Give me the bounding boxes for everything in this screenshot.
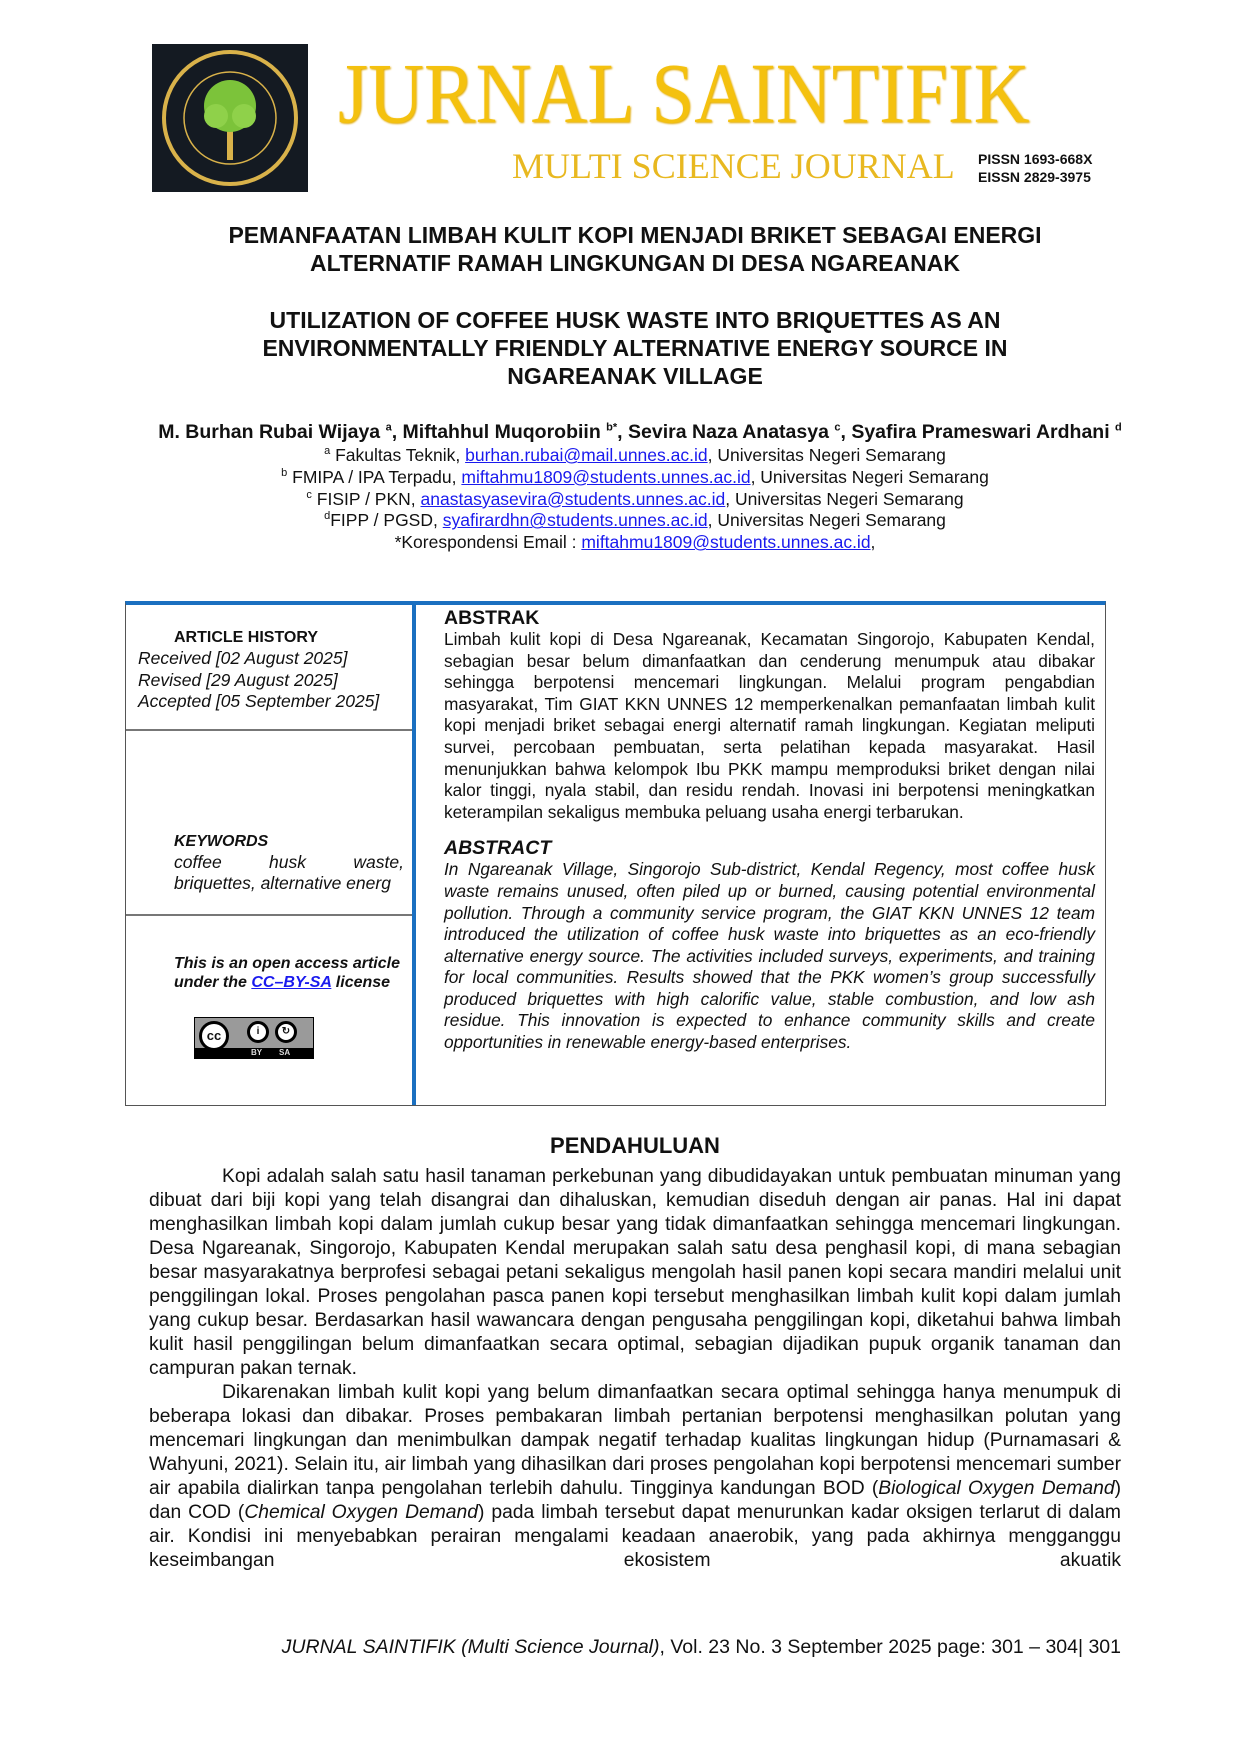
revised-date: Revised [29 August 2025] — [138, 669, 338, 690]
affiliation: c FISIP / PKN, anastasyasevira@students.… — [306, 488, 964, 509]
sa-label: SA — [279, 1047, 291, 1057]
paragraph: Kopi adalah salah satu hasil tanaman per… — [149, 1165, 1121, 1379]
title-line: NGAREANAK VILLAGE — [507, 363, 763, 389]
title-line: PEMANFAATAN LIMBAH KULIT KOPI MENJADI BR… — [228, 222, 1042, 248]
received-date: Received [02 August 2025] — [138, 648, 348, 669]
history-heading: ARTICLE HISTORY — [174, 628, 319, 646]
article-sidebar: ARTICLE HISTORY Received [02 August 2025… — [126, 604, 416, 1105]
accepted-date: Accepted [05 September 2025] — [138, 691, 380, 712]
section-body: Kopi adalah salah satu hasil tanaman per… — [149, 1165, 1121, 1573]
article-history: ARTICLE HISTORY Received [02 August 2025… — [126, 605, 412, 731]
author-list: M. Burhan Rubai Wijaya a, Miftahhul Muqo… — [158, 421, 1122, 443]
email-link[interactable]: burhan.rubai@mail.unnes.ac.id — [465, 445, 708, 465]
share-alike-icon: ↻ — [275, 1020, 297, 1043]
author-sup: a — [385, 421, 392, 434]
author-sup: d — [1115, 421, 1122, 434]
author: Sevira Naza Anatasya — [628, 421, 829, 443]
email-link[interactable]: syafirardhn@students.unnes.ac.id — [442, 510, 708, 531]
pissn: PISSN 1693-668X — [978, 151, 1093, 167]
keywords-heading: KEYWORDS — [174, 832, 269, 850]
author-sup: c — [834, 421, 841, 434]
keywords-section: KEYWORDS coffee husk waste, briquettes, … — [126, 731, 412, 916]
issn-block: PISSN 1693-668X EISSN 2829-3975 — [978, 150, 1092, 186]
title-line: ALTERNATIF RAMAH LINGKUNGAN DI DESA NGAR… — [310, 250, 960, 276]
affiliation: dFIPP / PGSD, syafirardhn@students.unnes… — [324, 510, 946, 531]
abstract-column: ABSTRAK Limbah kulit kopi di Desa Ngarea… — [420, 605, 1105, 1058]
journal-title: JURNAL SAINTIFIK — [338, 45, 1030, 141]
abstrak-heading: ABSTRAK — [444, 606, 540, 629]
email-link[interactable]: anastasyasevira@students.unnes.ac.id — [420, 488, 726, 509]
eissn: EISSN 2829-3975 — [978, 169, 1091, 185]
affiliation: b FMIPA / IPA Terpadu, miftahmu1809@stud… — [281, 466, 989, 487]
correspondence: *Korespondensi Email : miftahmu1809@stud… — [394, 532, 876, 553]
email-link[interactable]: miftahmu1809@students.unnes.ac.id — [461, 466, 751, 487]
title-line: ENVIRONMENTALLY FRIENDLY ALTERNATIVE ENE… — [262, 335, 1008, 361]
person-icon: i — [247, 1020, 269, 1043]
abstract-text: In Ngareanak Village, Singorojo Sub-dist… — [444, 859, 1095, 1053]
abstract-heading: ABSTRACT — [444, 837, 552, 860]
license-section: This is an open access article under the… — [174, 954, 400, 1059]
abstrak-text: Limbah kulit kopi di Desa Ngareanak, Kec… — [444, 628, 1095, 822]
by-label: BY — [251, 1047, 263, 1057]
section-heading: PENDAHULUAN — [550, 1132, 720, 1158]
affiliation: a Fakultas Teknik, burhan.rubai@mail.unn… — [324, 445, 946, 465]
author-sup: b* — [606, 421, 618, 434]
page-footer: JURNAL SAINTIFIK (Multi Science Journal)… — [281, 1636, 1121, 1658]
article-info-box: ARTICLE HISTORY Received [02 August 2025… — [125, 600, 1106, 1106]
license-link[interactable]: CC–BY-SA — [251, 974, 332, 992]
journal-logo — [152, 44, 308, 192]
author: M. Burhan Rubai Wijaya — [158, 421, 381, 443]
title-indonesian: PEMANFAATAN LIMBAH KULIT KOPI MENJADI BR… — [140, 221, 1130, 277]
journal-subtitle: MULTI SCIENCE JOURNAL — [512, 146, 955, 186]
article-flow: PEMANFAATAN LIMBAH KULIT KOPI MENJADI BR… — [125, 221, 1122, 1573]
author: Syafira Prameswari Ardhani — [851, 421, 1110, 443]
keywords-value: coffee husk waste, briquettes, alternati… — [174, 851, 404, 893]
cc-icon: cc — [199, 1020, 229, 1051]
email-link[interactable]: miftahmu1809@students.unnes.ac.id — [581, 532, 871, 553]
author: Miftahhul Muqorobiin — [402, 421, 601, 443]
cc-by-sa-badge[interactable]: cc i ↻ BY SA — [194, 1016, 314, 1059]
title-english: UTILIZATION OF COFFEE HUSK WASTE INTO BR… — [140, 306, 1130, 390]
paragraph: Dikarenakan limbah kulit kopi yang belum… — [149, 1381, 1121, 1571]
affiliations: a Fakultas Teknik, burhan.rubai@mail.unn… — [140, 445, 1130, 554]
title-line: UTILIZATION OF COFFEE HUSK WASTE INTO BR… — [269, 307, 1001, 333]
